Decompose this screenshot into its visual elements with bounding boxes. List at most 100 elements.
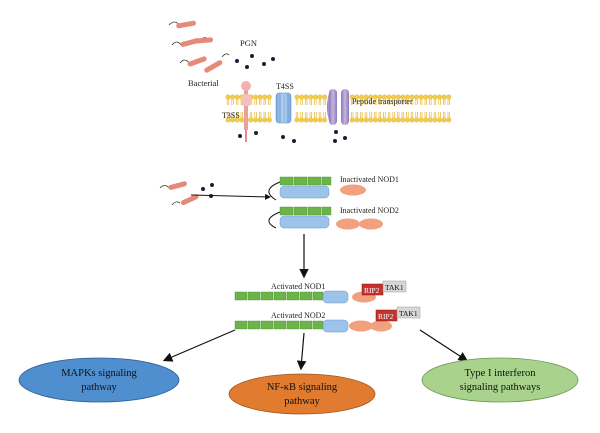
lipid-head — [446, 117, 452, 123]
lipid-head — [262, 117, 268, 123]
lipid-head — [308, 94, 314, 100]
lipid-head — [234, 94, 240, 100]
arrow-to-inactive-nods — [190, 193, 271, 200]
lipid-head — [257, 94, 263, 100]
mapk-label-line2: pathway — [81, 382, 117, 393]
activated-nod2-label: Activated NOD2 — [271, 311, 325, 320]
lipid-head — [303, 117, 309, 123]
ifn-pathway-oval — [421, 357, 579, 403]
lipid-head — [377, 117, 383, 123]
lipid-head — [423, 117, 429, 123]
lipid-head — [308, 117, 314, 123]
cell-membrane — [225, 94, 452, 123]
lipid-head — [266, 94, 272, 100]
lipid-head — [294, 117, 300, 123]
lipid-head — [322, 94, 328, 100]
lipid-head — [248, 117, 254, 123]
ifn-label-line1: Type I interferon — [465, 368, 537, 379]
pgn-dots-inside — [238, 130, 347, 143]
pgn-label: PGN — [240, 38, 257, 48]
activated-nod1-label: Activated NOD1 — [271, 282, 325, 291]
rip2-label-nod1: RIP2 — [364, 286, 380, 295]
inactivated-nod1 — [268, 176, 366, 201]
lipid-head — [432, 94, 438, 100]
lipid-head — [381, 117, 387, 123]
lipid-head — [391, 117, 397, 123]
lipid-head — [253, 94, 259, 100]
activated-nod1 — [234, 290, 376, 304]
tak1-label-nod1: TAK1 — [385, 283, 404, 292]
lipid-head — [409, 117, 415, 123]
lipid-head — [437, 94, 443, 100]
tak1-box-nod1 — [382, 280, 407, 293]
lipid-head — [372, 117, 378, 123]
tak1-label-nod2: TAK1 — [399, 309, 418, 318]
bacterium-incoming — [159, 181, 199, 206]
inactivated-nod2 — [268, 206, 383, 230]
lipid-head — [262, 94, 268, 100]
lipid-head — [317, 117, 323, 123]
t4ss-label: T4SS — [276, 82, 294, 91]
lipid-head — [299, 117, 305, 123]
lipid-head — [423, 94, 429, 100]
lipid-head — [312, 117, 318, 123]
lipid-head — [312, 94, 318, 100]
bacterium — [168, 20, 196, 29]
nfkb-label-line2: pathway — [284, 396, 320, 407]
lipid-head — [432, 117, 438, 123]
lipid-head — [317, 94, 323, 100]
peptide-transporter — [327, 89, 349, 125]
bacterial-label: Bacterial — [188, 78, 219, 88]
bacteria-cluster-top — [168, 20, 230, 73]
lipid-head — [303, 94, 309, 100]
t3ss-label: T3SS — [222, 111, 240, 120]
arrow-to-ifn — [419, 329, 469, 362]
mapk-label-line1: MAPKs signaling — [61, 368, 137, 379]
inactivated-nod1-label: Inactivated NOD1 — [340, 175, 399, 184]
lipid-head — [354, 117, 360, 123]
lipid-head — [418, 94, 424, 100]
lipid-head — [230, 94, 236, 100]
lipid-head — [358, 117, 364, 123]
activated-nod2 — [234, 319, 392, 333]
lipid-head — [395, 117, 401, 123]
peptide-transporter-label: Peptide transporter — [352, 97, 413, 106]
bacterium — [179, 56, 207, 67]
lipid-head — [386, 117, 392, 123]
ifn-label-line2: signaling pathways — [460, 382, 541, 393]
lipid-head — [266, 117, 272, 123]
lipid-head — [414, 117, 420, 123]
arrow-to-nfkb — [296, 332, 307, 371]
lipid-head — [446, 94, 452, 100]
lipid-head — [414, 94, 420, 100]
lipid-head — [427, 117, 433, 123]
bacterium — [204, 53, 230, 73]
t4ss-channel — [275, 92, 292, 124]
rip2-label-nod2: RIP2 — [378, 312, 394, 321]
lipid-head — [349, 117, 355, 123]
tak1-box-nod2 — [396, 306, 421, 319]
lipid-head — [239, 117, 245, 123]
arrow-to-mapk — [162, 329, 236, 362]
mapk-pathway-oval — [18, 357, 180, 403]
lipid-head — [368, 117, 374, 123]
lipid-head — [418, 117, 424, 123]
lipid-head — [322, 117, 328, 123]
pgn-dots-top — [235, 54, 275, 69]
lipid-head — [427, 94, 433, 100]
lipid-head — [441, 117, 447, 123]
lipid-head — [400, 117, 406, 123]
lipid-head — [294, 94, 300, 100]
nfkb-label-line1: NF-κB signaling — [267, 382, 338, 393]
lipid-head — [225, 94, 231, 100]
lipid-head — [299, 94, 305, 100]
lipid-head — [253, 117, 259, 123]
lipid-head — [363, 117, 369, 123]
nfkb-pathway-oval — [228, 373, 376, 415]
bacterium — [193, 37, 214, 44]
lipid-head — [441, 94, 447, 100]
lipid-head — [437, 117, 443, 123]
inactivated-nod2-label: Inactivated NOD2 — [340, 206, 399, 215]
lipid-head — [257, 117, 263, 123]
